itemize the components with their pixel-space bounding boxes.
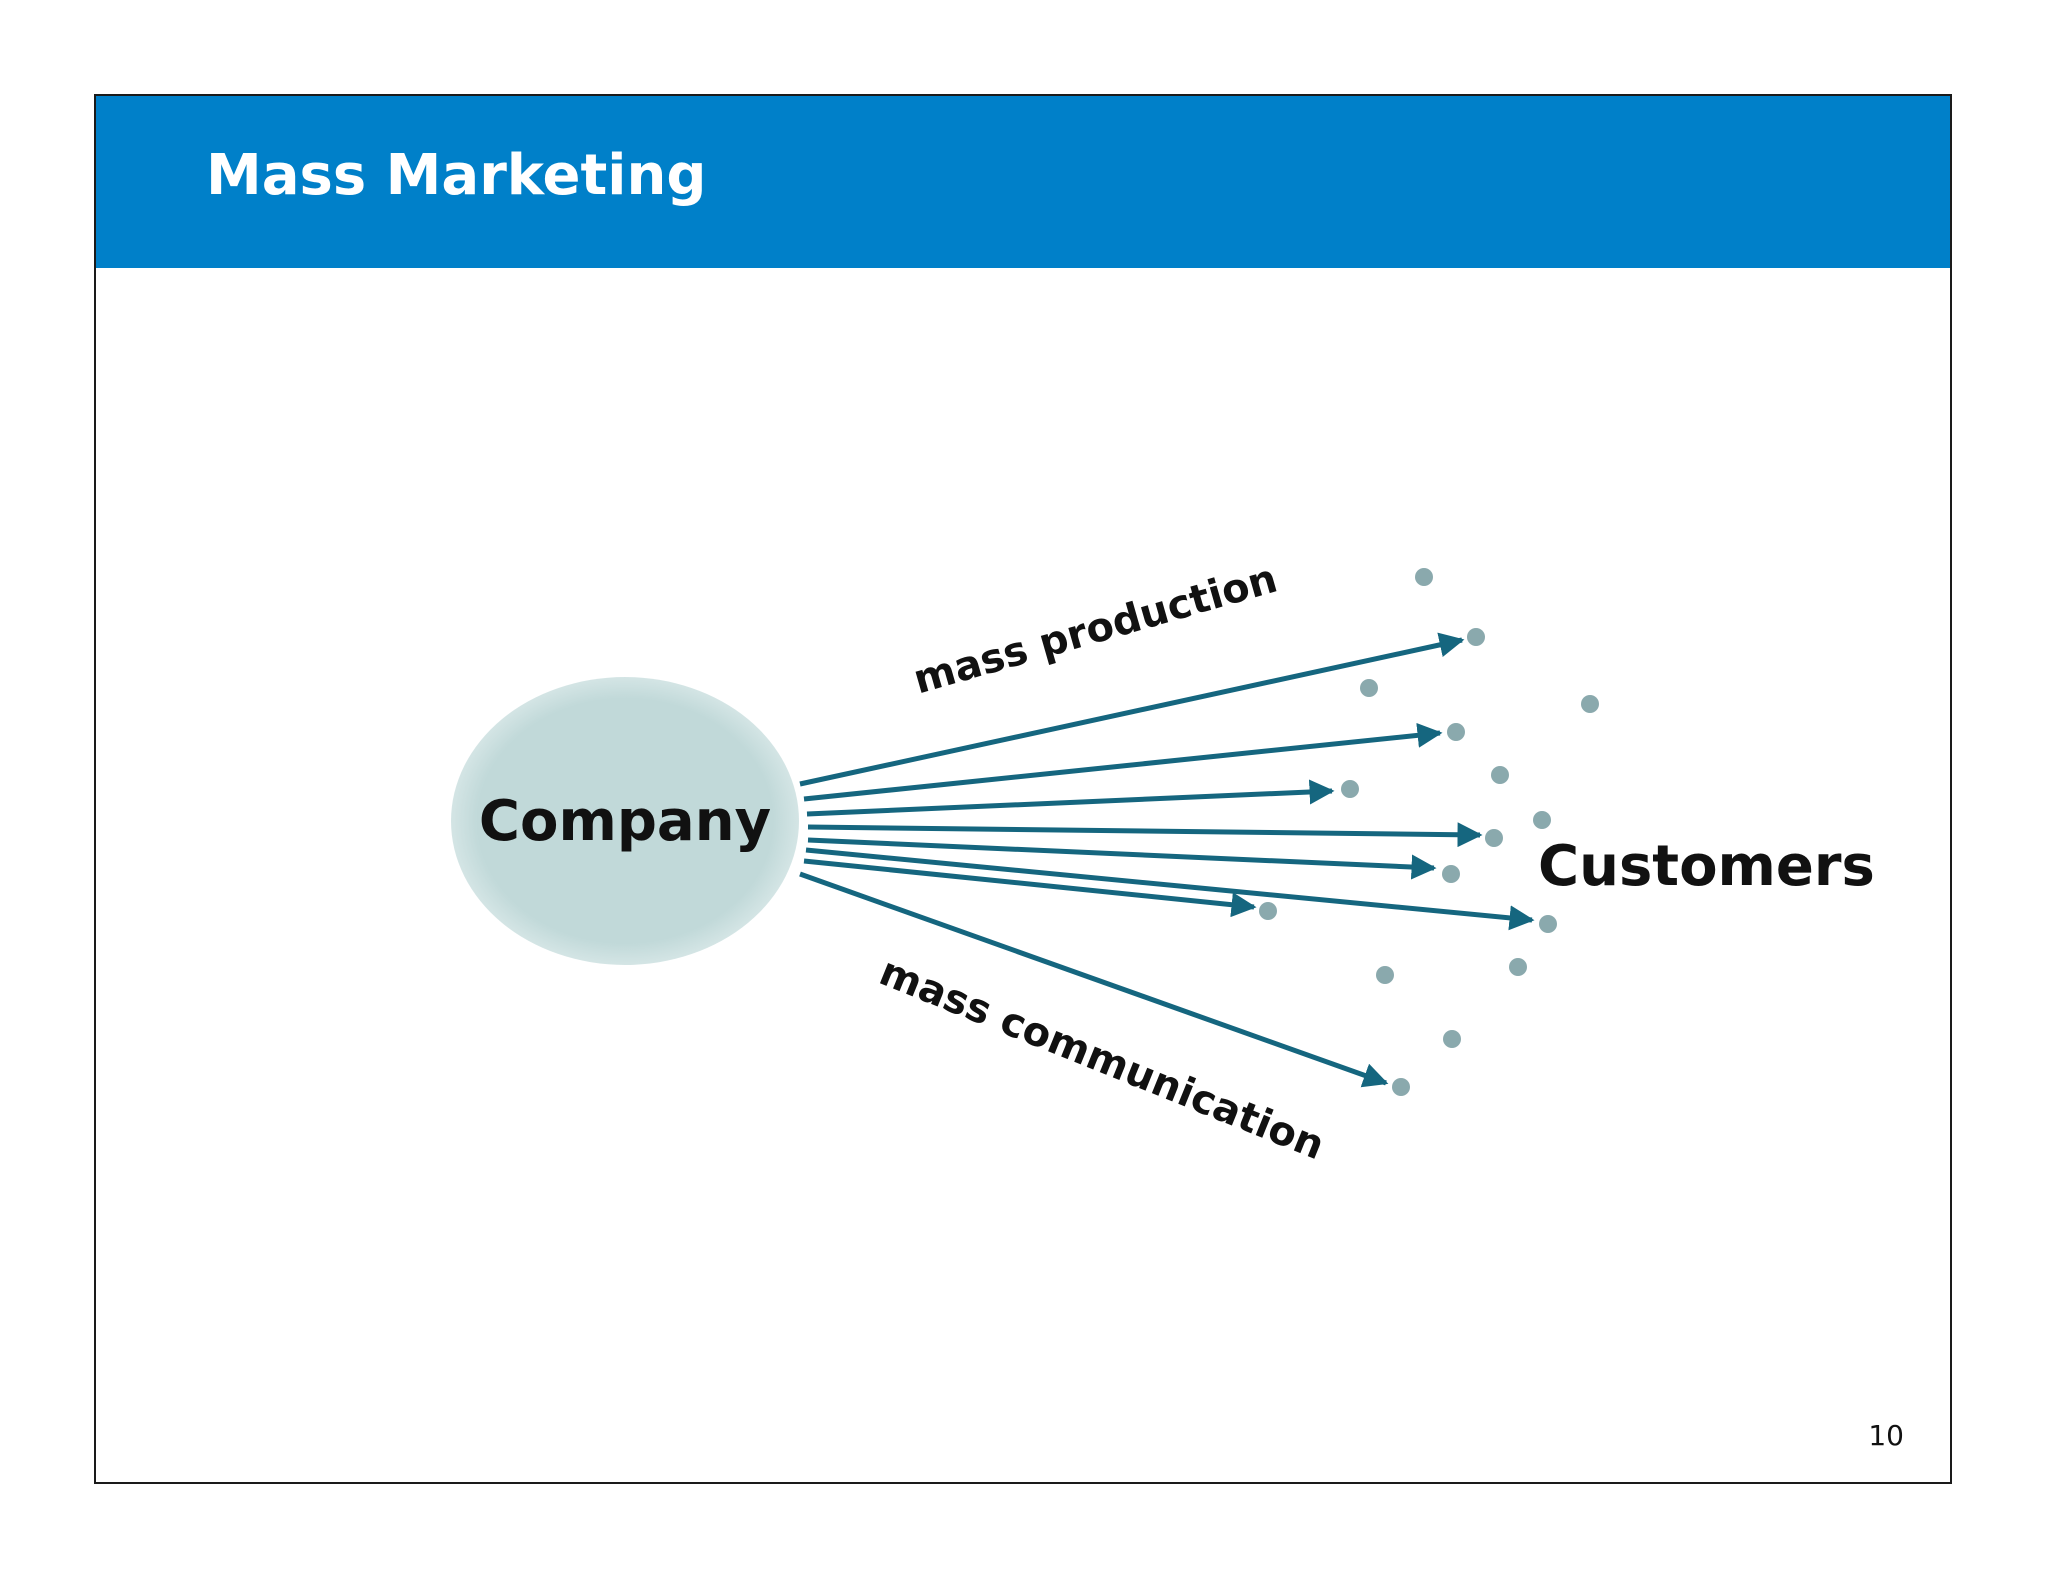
arrow bbox=[805, 847, 1535, 931]
arrow bbox=[806, 779, 1335, 817]
arrow bbox=[807, 822, 1483, 848]
arrow bbox=[803, 858, 1257, 918]
customer-dot bbox=[1392, 1078, 1410, 1096]
customer-dots bbox=[1259, 568, 1599, 1096]
customer-dot bbox=[1443, 1030, 1461, 1048]
customer-dot bbox=[1581, 695, 1599, 713]
customer-dot bbox=[1539, 915, 1557, 933]
arrow bbox=[799, 632, 1465, 787]
customer-dot bbox=[1467, 628, 1485, 646]
customer-dot bbox=[1259, 902, 1277, 920]
company-label: Company bbox=[479, 789, 771, 854]
customer-dot bbox=[1491, 766, 1509, 784]
customer-dot bbox=[1447, 723, 1465, 741]
customer-dot bbox=[1415, 568, 1433, 586]
customer-dot bbox=[1341, 780, 1359, 798]
slide-frame: Mass Marketing Company bbox=[94, 94, 1952, 1484]
customer-dot bbox=[1376, 966, 1394, 984]
arrow bbox=[799, 871, 1389, 1088]
arrows-group bbox=[799, 632, 1535, 1088]
slide-title: Mass Marketing bbox=[206, 143, 707, 208]
company-node bbox=[451, 677, 799, 965]
page-number: 10 bbox=[1868, 1419, 1904, 1452]
customer-dot bbox=[1442, 865, 1460, 883]
mass-production-label: mass production bbox=[909, 556, 1283, 704]
mass-marketing-diagram: Company bbox=[451, 556, 1875, 1169]
arrow bbox=[803, 722, 1443, 802]
customers-label: Customers bbox=[1538, 834, 1875, 899]
customer-dot bbox=[1485, 829, 1503, 847]
customer-dot bbox=[1360, 679, 1378, 697]
customer-dot bbox=[1509, 958, 1527, 976]
customer-dot bbox=[1533, 811, 1551, 829]
title-bar: Mass Marketing bbox=[96, 96, 1950, 268]
arrow bbox=[807, 837, 1437, 880]
